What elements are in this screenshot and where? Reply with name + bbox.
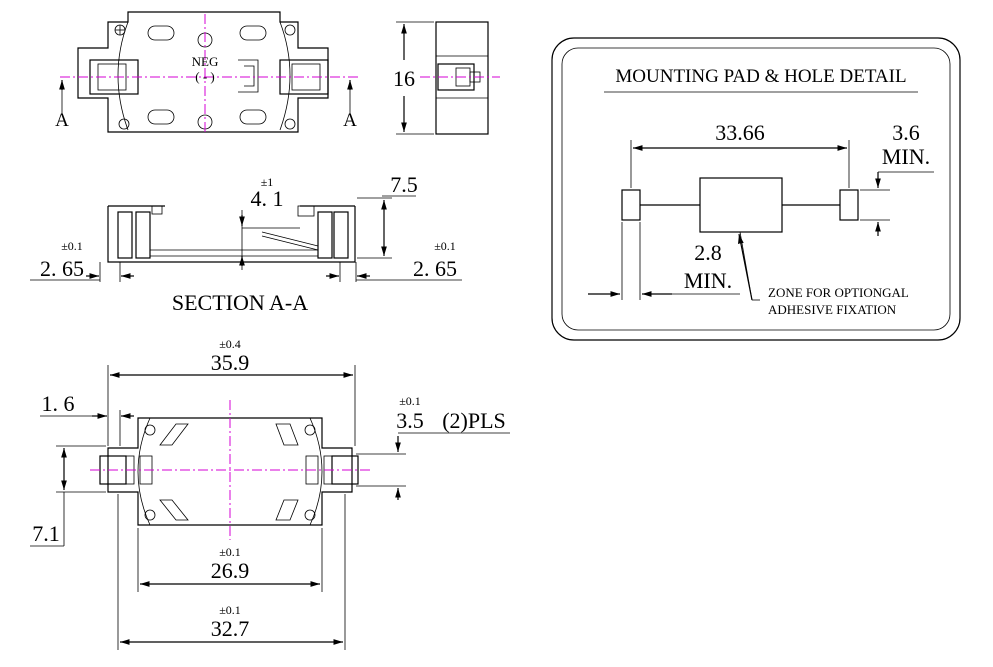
neg-symbol: ( - ) [195,69,215,84]
section-marker-left: A [55,110,69,131]
left-offset-value: 1. 6 [42,391,75,416]
section-left-value: 2. 65 [40,256,84,281]
bottom-view: ±0.4 35.9 1. 6 ±0.1 3.5 (2)PLS 7.1 ±0.1 … [30,337,510,650]
overall-tol: ±0.4 [219,337,241,351]
pin-qty: (2)PLS [442,408,506,433]
overall-value: 35.9 [211,350,250,375]
detail-zone-line2: ADHESIVE FIXATION [768,302,897,317]
pin-value: 3.5 [396,408,424,433]
inner-tol: ±0.1 [219,545,241,559]
top-view: NEG ( - ) A A [55,11,360,134]
detail-title: MOUNTING PAD & HOLE DETAIL [615,66,906,87]
side-view: 16 [393,21,500,135]
height-dim-16: 16 [393,66,415,91]
neg-label: NEG [192,54,219,69]
detail-gap-min: MIN. [684,268,732,293]
detail-pad-size-min: MIN. [882,144,930,169]
section-marker-right: A [343,110,357,131]
section-height-tol: ±1 [261,175,274,189]
pin-tol: ±0.1 [399,394,421,408]
detail-gap: 2.8 [694,240,722,265]
section-right-height: 7.5 [390,172,418,197]
detail-span: 33.66 [715,120,765,145]
detail-pad-size: 3.6 [892,120,920,145]
section-view: ±1 4. 1 7.5 ±0.1 2. 65 ±0.1 2. 65 SECTIO… [30,172,462,315]
inner-value: 26.9 [211,558,250,583]
pad-spacing-value: 7.1 [32,521,60,546]
section-left-tol: ±0.1 [61,239,83,253]
section-right-tol: ±0.1 [434,239,456,253]
section-title: SECTION A-A [172,290,308,315]
detail-zone-line1: ZONE FOR OPTIONGAL [768,285,909,300]
mounting-detail-box: MOUNTING PAD & HOLE DETAIL 33.66 3.6 MIN… [551,37,961,341]
outer-tol: ±0.1 [219,603,241,617]
outer-value: 32.7 [211,616,250,641]
section-right-value: 2. 65 [413,256,457,281]
section-height-value: 4. 1 [251,186,284,211]
